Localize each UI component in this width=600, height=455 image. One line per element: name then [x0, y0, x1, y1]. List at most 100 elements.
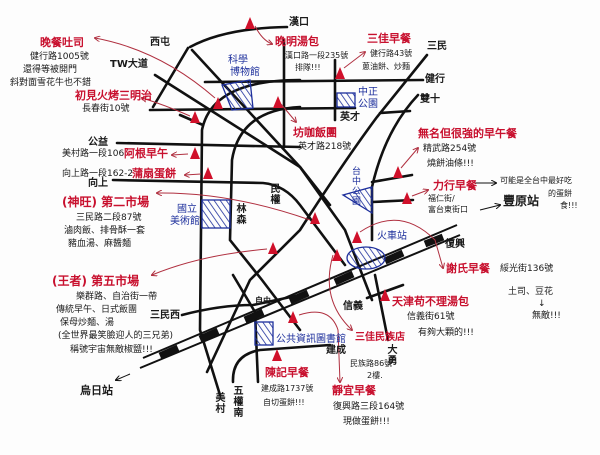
railway-ties [158, 233, 445, 360]
marker [310, 212, 320, 224]
shop-detail: 復興路三段164號 [333, 402, 405, 412]
science-museum-label: 科學 [228, 55, 248, 66]
zhongzheng-park-area [336, 92, 356, 108]
marker [273, 96, 283, 108]
marker [190, 147, 200, 159]
marker [272, 349, 282, 361]
road-label-xiangshang: 向上 [88, 178, 108, 189]
shop-detail: 富台東街口 [428, 205, 468, 214]
railway-line-south [139, 234, 461, 369]
road-label-sanmin: 三民 [427, 41, 447, 52]
shop-detail: 三民路二段87號 [76, 213, 142, 223]
road-jingwu [370, 173, 414, 184]
shop-detail: 傳統早午、日式飯團 [56, 305, 138, 315]
marker [203, 167, 213, 179]
shop-detail: 2樓. [367, 371, 383, 380]
marker [402, 192, 412, 204]
shop-detail: 信義街61號 [407, 312, 455, 322]
marker [268, 242, 278, 254]
shop-detail: 樂群路、自治街一帶 [76, 292, 158, 302]
road-label-xitun: 西屯 [150, 37, 170, 48]
road-label-jiancheng: 建成 [326, 345, 346, 356]
shop-detail: 排隊!!! [295, 63, 321, 72]
road-label-wuquan-south: 五權南 [231, 385, 242, 418]
marker [213, 97, 223, 109]
shop-detail: 稱號宇宙無敵椒鹽!!! [70, 345, 153, 355]
shop-detail: 英才路218號 [298, 142, 352, 152]
shop-note: 可能是全台中最好吃 [500, 176, 572, 185]
shop-name: 三佳民族店 [355, 332, 405, 343]
shop-name: 晚明湯包 [275, 35, 319, 48]
road-label-minquan: 民權 [268, 183, 279, 205]
road-zhongzheng [148, 106, 357, 112]
shop-detail: 還得等被開門 [23, 65, 78, 75]
science-museum-area [221, 79, 254, 111]
road-label-fuxing: 復興 [445, 239, 465, 250]
road-xiangshang [111, 178, 347, 267]
train-station-area [346, 246, 386, 270]
shop-note: 食!!! [560, 201, 578, 210]
shop-detail: 精武路254號 [423, 144, 477, 154]
road-label-gongyi: 公益 [88, 137, 108, 148]
shop-detail: 蔥油餅、炒麵 [362, 62, 410, 71]
shop-detail: 豬血湯、麻醬麵 [68, 239, 132, 249]
shop-name: 謝氏早餐 [446, 262, 490, 275]
marker [190, 111, 200, 123]
zhongzheng-park-label: 中正 [358, 87, 378, 98]
shop-detail: 福仁街/ [428, 194, 455, 203]
shop-name: 晚餐吐司 [40, 36, 84, 49]
road-dayong [373, 273, 390, 342]
shop-name: 天津苟不理湯包 [392, 295, 469, 308]
shop-name: 初見火烤三明治 [75, 89, 152, 102]
landmark-areas [201, 79, 386, 346]
shop-detail: 自切蛋餅!!! [263, 398, 305, 407]
road-label-linsen: 林森 [234, 203, 245, 225]
marker [393, 166, 403, 178]
shop-detail: 滷肉飯、排骨酥一套 [64, 226, 146, 236]
road-label-jianxing: 健行 [425, 74, 445, 85]
shop-detail: 向上路一段162-2 [62, 169, 134, 179]
shop-name: 三佳早餐 [367, 32, 411, 45]
shop-detail: ↓ [538, 299, 546, 309]
zhongzheng-park-label: 公園 [358, 99, 378, 110]
roads [111, 25, 429, 397]
shop-detail: 綏光街136號 [500, 264, 554, 274]
shop-detail: 民族路86號 [350, 359, 393, 368]
shop-detail: 有夠大顆的!!! [418, 328, 474, 338]
shop-name: 阿根早午 [124, 147, 168, 160]
shop-name: 力行早餐 [433, 179, 477, 192]
shop-detail: 無敵!!! [532, 311, 561, 321]
shop-detail: (全世界最笑臉迎人的三兄弟) [58, 331, 174, 341]
marker [335, 67, 345, 79]
road-label-meicun: 美村 [213, 392, 224, 414]
shop-name: 蒲扇蛋餅 [132, 167, 176, 180]
art-museum-area [201, 199, 231, 229]
marker [380, 289, 390, 301]
road-gongyi [115, 141, 302, 149]
public-library-label: 公共資訊圖書館 [276, 334, 346, 345]
shop-markers [190, 17, 412, 361]
road-label-dayong: 大勇 [385, 344, 396, 366]
wuri-station-label: 烏日站 [80, 384, 113, 397]
shop-detail: 燒餅油條!!! [427, 159, 474, 169]
art-museum-label: 美術館 [170, 216, 200, 227]
shop-detail: 土司、豆花 [508, 287, 554, 297]
road-label-ziyou: 自由 [255, 296, 271, 305]
shop-detail: 保母炒麵、湯 [60, 318, 115, 328]
science-museum-label: 博物館 [230, 67, 260, 78]
shop-name: 靜宜早餐 [332, 384, 376, 397]
shop-detail: 健行路43號 [370, 49, 413, 58]
shop-detail: 健行路1005號 [30, 52, 89, 62]
shop-detail: 漢口路一段235號 [285, 51, 349, 60]
road-label-shuangshi: 雙十 [420, 94, 440, 105]
shop-detail: 美村路一段106 [62, 149, 125, 159]
public-library-area [254, 321, 274, 346]
pointer-arrows [95, 25, 443, 382]
art-museum-label: 國立 [177, 204, 197, 215]
shop-detail: 長春街10號 [82, 104, 130, 114]
road-ziyou [180, 293, 302, 317]
taichung-park-label: 台中公園 [350, 166, 360, 206]
shop-note: 的蛋餅 [548, 189, 572, 198]
